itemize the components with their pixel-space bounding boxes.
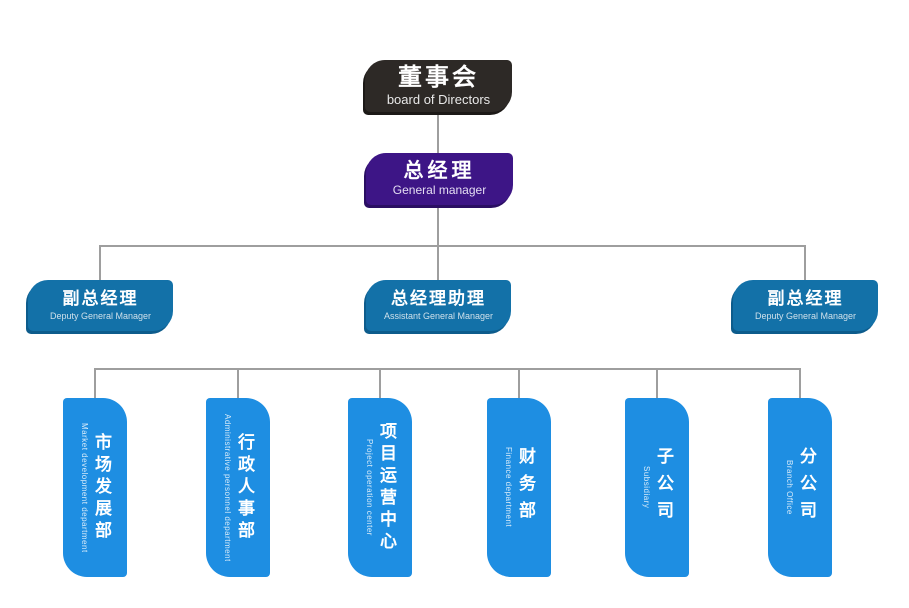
node-title-en: Subsidiary xyxy=(642,466,650,509)
node-title-en: General manager xyxy=(392,183,487,198)
node-project-operation-center: Project operation center 项目运营中心 xyxy=(348,398,412,577)
node-title-en: Project operation center xyxy=(365,439,373,536)
connector-drop-deputy-left xyxy=(99,247,101,280)
node-administrative-personnel-department: Administrative personnel department 行政人事… xyxy=(206,398,270,577)
node-title-zh: 分公司 xyxy=(797,447,816,528)
connector-drop-dept-5 xyxy=(656,370,658,398)
node-board-of-directors: 董事会 board of Directors xyxy=(365,60,512,112)
node-title-zh: 副总经理 xyxy=(62,289,139,309)
node-title-en: Deputy General Manager xyxy=(754,310,857,321)
node-title-en: board of Directors xyxy=(386,92,491,107)
node-title-zh: 副总经理 xyxy=(767,289,844,309)
connector-board-to-gm xyxy=(437,112,439,153)
node-title-en: Market development department xyxy=(80,422,88,553)
node-assistant-general-manager: 总经理助理 Assistant General Manager xyxy=(366,280,511,331)
node-title-zh: 子公司 xyxy=(654,447,673,528)
node-branch-office: Branch Office 分公司 xyxy=(768,398,832,577)
connector-departments-rail xyxy=(94,368,801,370)
node-title-zh: 项目运营中心 xyxy=(377,421,396,554)
node-title-en: Administrative personnel department xyxy=(223,413,231,562)
connector-gm-down xyxy=(437,205,439,245)
connector-drop-deputy-right xyxy=(804,247,806,280)
node-title-en: Branch Office xyxy=(785,460,793,515)
connector-drop-assistant xyxy=(437,247,439,280)
node-title-zh: 总经理 xyxy=(403,160,476,183)
node-title-zh: 董事会 xyxy=(398,64,479,92)
connector-level2-rail xyxy=(99,245,806,247)
node-market-development-department: Market development department 市场发展部 xyxy=(63,398,127,577)
node-title-zh: 市场发展部 xyxy=(92,432,111,543)
connector-drop-dept-2 xyxy=(237,370,239,398)
node-title-zh: 总经理助理 xyxy=(391,289,486,309)
node-finance-department: Finance department 财务部 xyxy=(487,398,551,577)
connector-drop-dept-6 xyxy=(799,370,801,398)
node-general-manager: 总经理 General manager xyxy=(366,153,513,205)
connector-drop-dept-4 xyxy=(518,370,520,398)
connector-drop-dept-1 xyxy=(94,370,96,398)
node-deputy-general-manager-right: 副总经理 Deputy General Manager xyxy=(733,280,878,331)
node-deputy-general-manager-left: 副总经理 Deputy General Manager xyxy=(28,280,173,331)
node-title-en: Finance department xyxy=(504,447,512,528)
node-title-zh: 财务部 xyxy=(516,447,535,528)
node-subsidiary: Subsidiary 子公司 xyxy=(625,398,689,577)
node-title-en: Deputy General Manager xyxy=(49,310,152,321)
node-title-zh: 行政人事部 xyxy=(235,432,254,543)
connector-drop-dept-3 xyxy=(379,370,381,398)
node-title-en: Assistant General Manager xyxy=(383,310,494,321)
